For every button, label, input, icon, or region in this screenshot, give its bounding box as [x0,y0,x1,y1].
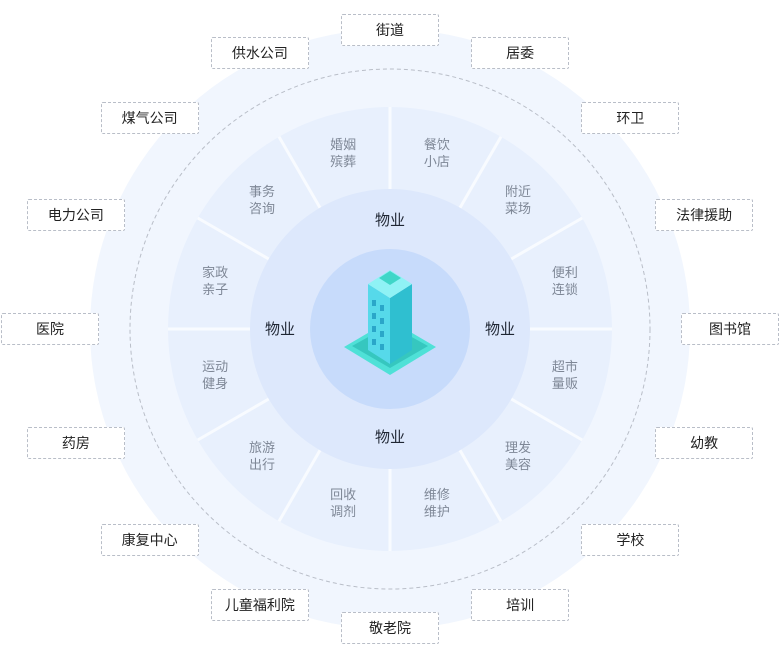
service-label-line: 旅游 [248,440,275,456]
service-label-line: 维护 [423,504,450,520]
property-label-bottom: 物业 [374,428,405,446]
building-icon [344,270,436,375]
service-label: 餐饮小店 [407,137,467,171]
outer-node-box: 街道 [341,14,439,46]
service-label-line: 便利 [551,266,578,282]
sector-divider [277,135,322,209]
service-label-line: 调剂 [330,504,357,520]
outer-node-box: 学校 [581,524,680,557]
service-label: 旅游出行 [232,440,292,474]
outer-node-box: 敬老院 [341,612,439,644]
sector-divider [458,449,503,523]
service-label: 便利连锁 [535,265,595,299]
outer-node-box: 电力公司 [26,198,125,231]
outer-node-box: 供水公司 [210,36,309,69]
service-label-line: 连锁 [551,283,578,299]
service-label-line: 家政 [202,266,229,282]
service-dividers [168,107,612,551]
service-label-line: 咨询 [248,202,275,217]
property-label-left: 物业 [264,320,295,338]
service-label-line: 事务 [248,185,275,200]
service-label: 事务咨询 [232,184,292,218]
outer-node-box: 培训 [471,589,570,622]
service-label: 回收调剂 [313,487,373,521]
outer-node-box: 康复中心 [100,524,199,557]
service-label: 理发美容 [488,440,548,474]
sector-divider [277,449,322,523]
sector-divider [510,216,584,261]
service-label-line: 餐饮 [423,138,450,154]
service-label-line: 量贩 [551,376,578,392]
service-label-line: 运动 [202,359,229,375]
property-label-top: 物业 [374,211,405,229]
sector-divider [458,135,503,209]
outer-node-box: 煤气公司 [100,101,199,134]
service-label-line: 出行 [248,457,275,473]
outer-node-box: 居委 [471,36,570,69]
service-label: 超市量贩 [535,359,595,393]
service-label-line: 回收 [330,487,357,503]
outer-node-box: 幼教 [655,427,754,460]
service-label: 附近菜场 [488,184,548,218]
service-label-line: 小店 [423,155,450,171]
outer-node-box: 环卫 [581,101,680,134]
service-label-line: 殡葬 [330,155,357,171]
service-label: 家政亲子 [185,265,245,299]
service-label-line: 理发 [504,440,531,456]
sector-divider [196,216,270,261]
sector-divider [510,397,584,442]
service-label-line: 超市 [551,359,578,375]
dashed-boundary-circle [129,68,651,590]
outer-node-box: 法律援助 [655,198,754,231]
service-label: 运动健身 [185,359,245,393]
outer-node-box: 图书馆 [681,313,779,345]
service-label-line: 美容 [504,457,531,473]
service-label-line: 附近 [504,185,531,200]
outer-node-box: 医院 [1,313,99,345]
service-label-line: 亲子 [202,283,229,299]
service-label: 维修维护 [407,487,467,521]
service-label-line: 婚姻 [330,138,357,154]
service-label: 婚姻殡葬 [313,137,373,171]
outer-node-box: 儿童福利院 [210,589,309,622]
property-label-right: 物业 [484,320,515,338]
service-label-line: 健身 [202,376,229,392]
service-label-line: 维修 [423,487,450,503]
outer-node-box: 药房 [26,427,125,460]
sector-divider [196,397,270,442]
service-label-line: 菜场 [504,202,531,217]
